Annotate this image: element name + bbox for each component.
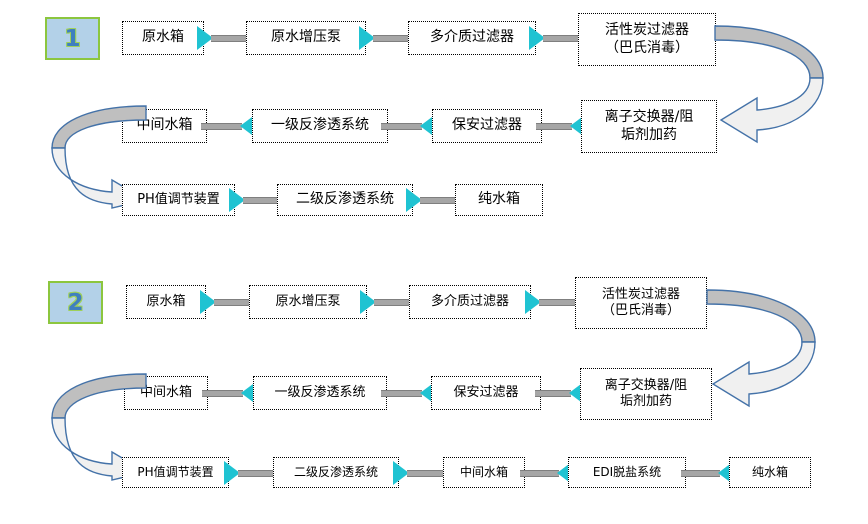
arrow-right-f2r3a1	[224, 461, 277, 485]
arrow-head-icon	[224, 461, 240, 485]
arrow-left-f2r2a2	[381, 381, 436, 405]
node-security-filter-2[interactable]: 保安过滤器	[431, 376, 541, 410]
node-raw-water-tank[interactable]: 原水箱	[122, 21, 204, 55]
arrow-shaft	[536, 123, 572, 130]
arrow-right-f2r3a2	[393, 461, 446, 485]
arrow-shaft	[211, 35, 250, 42]
arrow-shaft	[243, 197, 282, 204]
arrow-head-icon	[360, 290, 376, 314]
arrow-head-icon	[406, 188, 422, 212]
node-secondary-ro-system-2[interactable]: 二级反渗透系统	[273, 457, 399, 488]
node-raw-water-booster-pump[interactable]: 原水增压泵	[246, 21, 366, 55]
arrow-right-f1r1a2	[359, 26, 412, 50]
node-multimedia-filter-2[interactable]: 多介质过滤器	[409, 285, 531, 319]
arrow-shaft	[520, 470, 559, 477]
node-ion-exchanger-antiscalant-2[interactable]: 离子交换器/阻 垢剂加药	[580, 368, 712, 420]
arrow-shaft	[238, 470, 277, 477]
node-security-filter[interactable]: 保安过滤器	[432, 109, 542, 143]
flow-number-badge-1: 1	[45, 17, 100, 60]
node-raw-water-booster-pump-2[interactable]: 原水增压泵	[249, 285, 367, 319]
arrow-shaft	[407, 470, 446, 477]
arrow-right-f1r3a1	[229, 188, 282, 212]
arrow-shaft	[420, 197, 459, 204]
arrow-head-icon	[529, 26, 545, 50]
node-primary-ro-system-2[interactable]: 一级反渗透系统	[253, 376, 387, 410]
arrow-shaft	[381, 390, 422, 397]
uturn-arrow-right-flow1	[713, 24, 838, 154]
arrow-shaft	[381, 123, 422, 130]
node-intermediate-water-tank-3[interactable]: 中间水箱	[443, 457, 525, 488]
arrow-shaft	[201, 123, 242, 130]
node-raw-water-tank-2[interactable]: 原水箱	[126, 285, 206, 319]
arrow-head-icon	[200, 290, 216, 314]
arrow-head-icon	[197, 26, 213, 50]
node-ph-adjustment-device[interactable]: PH值调节装置	[122, 184, 235, 216]
uturn-arrow-right-flow2	[705, 288, 830, 418]
arrow-shaft	[202, 390, 243, 397]
arrow-right-f2r1a3	[525, 290, 578, 314]
arrow-right-f1r1a1	[197, 26, 250, 50]
arrow-left-f1r2a1	[201, 114, 256, 138]
arrow-shaft	[214, 299, 253, 306]
arrow-right-f1r3a2	[406, 188, 459, 212]
arrow-head-icon	[229, 188, 245, 212]
node-primary-ro-system[interactable]: 一级反渗透系统	[252, 109, 388, 143]
node-ph-adjustment-device-2[interactable]: PH值调节装置	[122, 457, 229, 488]
arrow-shaft	[535, 390, 571, 397]
arrow-left-f2r3a3	[520, 461, 573, 485]
arrow-left-f1r2a3	[536, 114, 586, 138]
arrow-shaft	[373, 35, 412, 42]
arrow-right-f2r1a1	[200, 290, 253, 314]
arrow-head-icon	[393, 461, 409, 485]
flow-number-badge-2: 2	[48, 281, 103, 324]
arrow-left-f2r3a4	[681, 461, 734, 485]
node-activated-carbon-filter[interactable]: 活性炭过滤器 （巴氏消毒）	[578, 13, 716, 66]
node-ion-exchanger-antiscalant[interactable]: 离子交换器/阻 垢剂加药	[581, 100, 717, 153]
arrow-left-f2r2a3	[535, 381, 585, 405]
arrow-left-f2r2a1	[202, 381, 257, 405]
arrow-shaft	[539, 299, 578, 306]
node-pure-water-tank-2[interactable]: 纯水箱	[729, 457, 811, 488]
arrow-right-f2r1a2	[360, 290, 413, 314]
node-pure-water-tank[interactable]: 纯水箱	[455, 184, 543, 216]
node-secondary-ro-system[interactable]: 二级反渗透系统	[277, 184, 413, 216]
arrow-shaft	[543, 35, 582, 42]
arrow-right-f1r1a3	[529, 26, 582, 50]
arrow-left-f1r2a2	[381, 114, 436, 138]
node-edi-desalination-system[interactable]: EDI脱盐系统	[568, 457, 686, 488]
arrow-head-icon	[359, 26, 375, 50]
arrow-head-icon	[525, 290, 541, 314]
node-multimedia-filter[interactable]: 多介质过滤器	[408, 21, 536, 55]
node-activated-carbon-filter-2[interactable]: 活性炭过滤器 （巴氏消毒）	[575, 277, 707, 329]
arrow-shaft	[374, 299, 413, 306]
arrow-shaft	[681, 470, 720, 477]
